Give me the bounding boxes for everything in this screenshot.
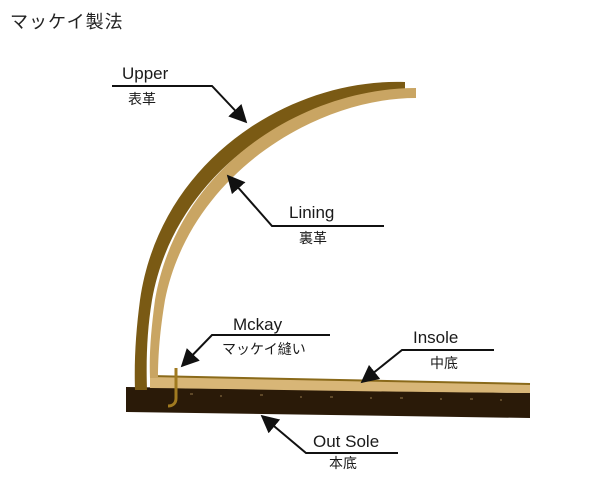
outsole-texture (190, 393, 502, 401)
mckay-stitch (167, 368, 178, 408)
upper-callout: Upper 表革 (112, 64, 248, 124)
outsole-label: Out Sole (313, 432, 379, 451)
insole-callout: Insole 中底 (360, 328, 494, 384)
diagram-title: マッケイ製法 (10, 12, 124, 33)
insole-leader-line (360, 349, 494, 384)
lining-label-jp: 裏革 (299, 230, 327, 247)
lining-label: Lining (289, 203, 334, 222)
outsole-layer (126, 387, 530, 418)
mckay-label: Mckay (233, 315, 283, 334)
upper-label-jp: 表革 (128, 92, 156, 108)
upper-leader-line (112, 85, 248, 124)
outsole-callout: Out Sole 本底 (260, 414, 398, 472)
outsole-label-jp: 本底 (329, 456, 357, 472)
mckay-label-jp: マッケイ縫い (222, 342, 306, 358)
insole-layer (150, 376, 530, 393)
upper-label: Upper (122, 64, 169, 83)
outsole-leader-line (260, 414, 398, 454)
mckay-leader-line (180, 334, 330, 368)
lining-leader-line (226, 174, 384, 227)
lining-callout: Lining 裏革 (226, 174, 384, 247)
mckay-callout: Mckay マッケイ縫い (180, 315, 330, 368)
insole-label: Insole (413, 328, 458, 347)
insole-label-jp: 中底 (430, 356, 458, 372)
insole-edge (149, 375, 531, 385)
